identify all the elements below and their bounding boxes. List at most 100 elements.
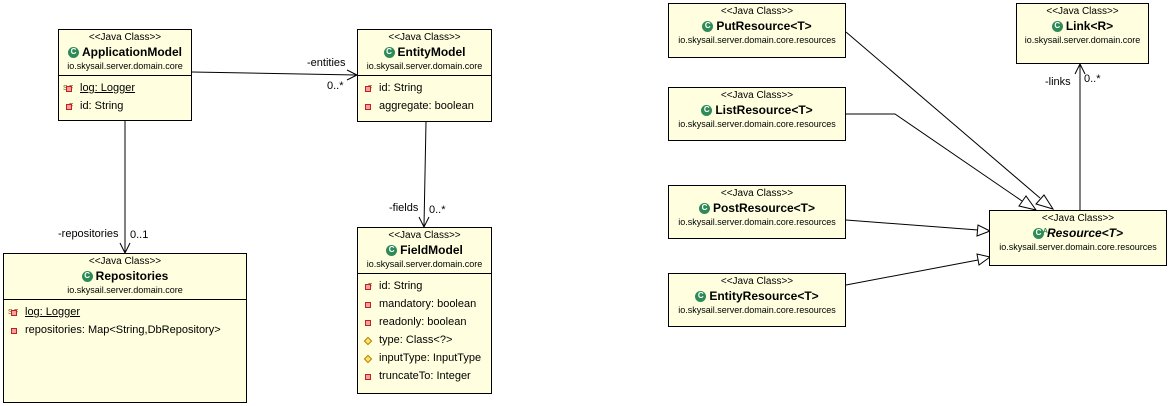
class-package: io.skysail.server.domain.core.resources xyxy=(678,305,836,315)
association-repositories-multiplicity: 0..1 xyxy=(130,229,149,241)
class-icon: C xyxy=(383,46,395,58)
association-fields-role: -fields xyxy=(389,202,419,214)
private-field-icon xyxy=(8,324,22,336)
association-fields-multiplicity: 0..* xyxy=(429,204,446,216)
class-name: FieldModel xyxy=(400,243,463,257)
stereotype: <<Java Class>> xyxy=(1041,213,1115,224)
class-icon: C xyxy=(1051,20,1063,32)
class-icon: C xyxy=(702,20,714,32)
field-text: truncateTo: Integer xyxy=(379,370,471,382)
field-row[interactable]: readonly: boolean xyxy=(362,313,487,331)
association-entities-line xyxy=(191,71,357,76)
final-private-field-icon: F xyxy=(63,100,77,112)
class-name: EntityResource<T> xyxy=(709,289,819,303)
class-package: io.skysail.server.domain.core xyxy=(67,61,183,71)
field-list: Fid: String aggregate: boolean xyxy=(358,76,491,118)
field-text: id: String xyxy=(379,82,423,94)
protected-field-icon xyxy=(362,334,376,346)
field-text: log: Logger xyxy=(25,306,81,318)
class-name: Link<R> xyxy=(1065,19,1114,33)
generalization-post-arrowhead xyxy=(976,224,992,237)
field-row[interactable]: Fid: String xyxy=(362,277,487,295)
generalization-entity-line xyxy=(845,259,979,286)
class-package: io.skysail.server.domain.core xyxy=(366,61,483,71)
field-text: inputType: InputType xyxy=(379,352,482,364)
class-icon: C xyxy=(698,202,710,214)
class-name: PostResource<T> xyxy=(712,201,816,215)
class-name: Resource<T> xyxy=(1046,226,1124,240)
class-package: io.skysail.server.domain.core xyxy=(366,259,483,269)
field-text: type: Class<?> xyxy=(379,334,453,346)
field-row[interactable]: repositories: Map<String,DbRepository> xyxy=(8,321,242,339)
stereotype: <<Java Class>> xyxy=(720,188,794,199)
stereotype: <<Java Class>> xyxy=(720,276,794,287)
association-entities-multiplicity: 0..* xyxy=(327,80,344,92)
private-field-icon xyxy=(362,370,376,382)
class-name: PutResource<T> xyxy=(716,19,812,33)
association-links-arrowhead xyxy=(1074,62,1086,75)
protected-field-icon xyxy=(362,352,376,364)
field-row[interactable]: SFlog: Logger xyxy=(63,79,187,97)
generalization-put-line xyxy=(845,31,1041,199)
field-text: mandatory: boolean xyxy=(379,298,477,310)
class-name: ApplicationModel xyxy=(82,45,182,59)
generalization-post-line xyxy=(845,219,979,231)
stereotype: <<Java Class>> xyxy=(88,32,162,43)
association-fields-line xyxy=(423,121,427,227)
class-icon: C xyxy=(68,46,79,58)
field-row[interactable]: aggregate: boolean xyxy=(362,97,487,115)
field-list: SFlog: Logger repositories: Map<String,D… xyxy=(4,300,246,342)
final-private-field-icon: F xyxy=(362,82,376,94)
generalization-entity-arrowhead xyxy=(976,253,992,266)
field-list: Fid: String mandatory: boolean readonly:… xyxy=(358,274,491,388)
field-row[interactable]: Fid: String xyxy=(362,79,487,97)
stereotype: <<Java Class>> xyxy=(88,256,162,267)
field-row[interactable]: SFlog: Logger xyxy=(8,303,242,321)
field-row[interactable]: Fid: String xyxy=(63,97,187,115)
stereotype: <<Java Class>> xyxy=(1046,6,1119,17)
stereotype: <<Java Class>> xyxy=(388,230,461,241)
field-text: log: Logger xyxy=(80,82,136,94)
association-links-multiplicity: 0..* xyxy=(1084,73,1101,85)
stereotype: <<Java Class>> xyxy=(720,90,794,101)
generalization-put-arrowhead xyxy=(1035,194,1055,210)
field-text: id: String xyxy=(80,100,124,112)
field-text: readonly: boolean xyxy=(379,316,467,328)
class-name: Repositories xyxy=(95,269,169,283)
field-list: SFlog: Logger Fid: String xyxy=(59,76,191,118)
class-package: io.skysail.server.domain.core.resources xyxy=(678,119,836,129)
class-icon: C xyxy=(701,104,713,116)
generalization-list-arrowhead xyxy=(1018,195,1038,211)
class-icon: C xyxy=(695,290,707,302)
class-icon: C xyxy=(386,244,398,256)
field-row[interactable]: mandatory: boolean xyxy=(362,295,487,313)
class-package: io.skysail.server.domain.core xyxy=(67,285,183,295)
field-row[interactable]: truncateTo: Integer xyxy=(362,367,487,385)
stereotype: <<Java Class>> xyxy=(388,32,461,43)
field-row[interactable]: type: Class<?> xyxy=(362,331,487,349)
class-icon: C xyxy=(81,270,93,282)
class-package: io.skysail.server.domain.core xyxy=(1024,35,1141,45)
field-text: id: String xyxy=(379,280,423,292)
field-row[interactable]: inputType: InputType xyxy=(362,349,487,367)
class-name: ListResource<T> xyxy=(715,103,813,117)
